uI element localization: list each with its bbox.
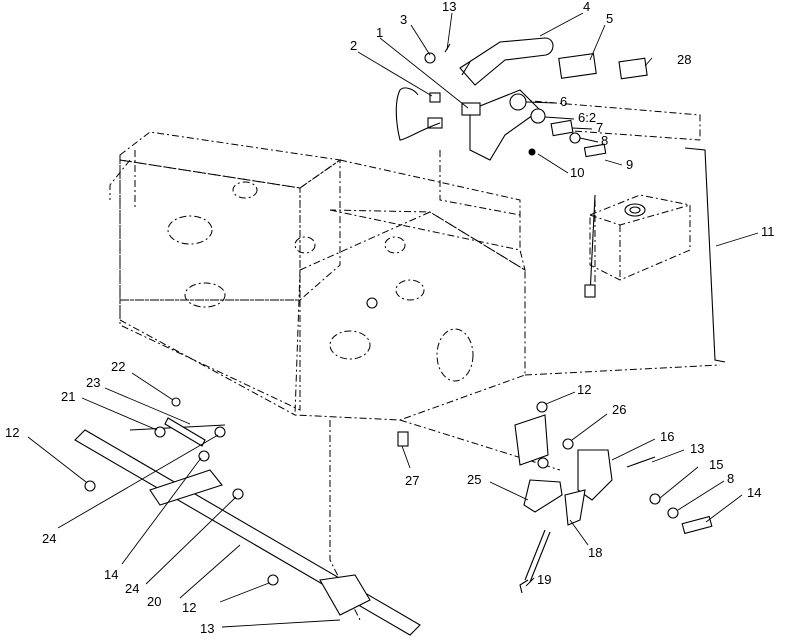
callout-8: 8 bbox=[601, 133, 608, 148]
callout-13-a: 13 bbox=[442, 0, 456, 14]
callout-24-b: 24 bbox=[125, 581, 139, 596]
callout-26: 26 bbox=[612, 402, 626, 417]
callout-6-2: 6:2 bbox=[578, 110, 596, 125]
callout-18: 18 bbox=[588, 545, 602, 560]
callout-15: 15 bbox=[709, 457, 723, 472]
callout-2: 2 bbox=[350, 38, 357, 53]
callout-25: 25 bbox=[467, 472, 481, 487]
callout-11: 11 bbox=[761, 224, 775, 239]
callout-24-a: 24 bbox=[42, 531, 56, 546]
callout-1: 1 bbox=[376, 25, 383, 40]
callout-21: 21 bbox=[61, 389, 75, 404]
callout-14-b: 14 bbox=[104, 567, 118, 582]
callout-labels: 1 2 3 4 5 6 6:2 7 8 9 10 11 12 13 14 15 … bbox=[5, 0, 775, 636]
callout-4: 4 bbox=[583, 0, 590, 14]
callout-22: 22 bbox=[111, 359, 125, 374]
callout-19: 19 bbox=[537, 572, 551, 587]
callout-14-a: 14 bbox=[747, 485, 761, 500]
callout-8-b: 8 bbox=[727, 471, 734, 486]
callout-23: 23 bbox=[86, 375, 100, 390]
chassis-frame bbox=[109, 99, 721, 621]
lever-arm-assembly bbox=[74, 297, 421, 636]
leader-lines bbox=[27, 12, 759, 628]
callout-10: 10 bbox=[570, 165, 584, 180]
callout-7: 7 bbox=[596, 120, 603, 135]
handle-assembly bbox=[395, 37, 726, 363]
callout-28: 28 bbox=[677, 52, 691, 67]
callout-27: 27 bbox=[405, 473, 419, 488]
callout-6: 6 bbox=[560, 94, 567, 109]
callout-5: 5 bbox=[606, 11, 613, 26]
callout-12-b: 12 bbox=[5, 425, 19, 440]
fuel-tank bbox=[589, 194, 691, 281]
callout-13-c: 13 bbox=[200, 621, 214, 636]
pedal-linkage bbox=[514, 401, 713, 594]
callout-16: 16 bbox=[660, 429, 674, 444]
callout-12-a: 12 bbox=[577, 382, 591, 397]
callout-12-c: 12 bbox=[182, 600, 196, 615]
callout-20: 20 bbox=[147, 594, 161, 609]
callout-9: 9 bbox=[626, 157, 633, 172]
callout-13-b: 13 bbox=[690, 441, 704, 456]
callout-3: 3 bbox=[400, 12, 407, 27]
